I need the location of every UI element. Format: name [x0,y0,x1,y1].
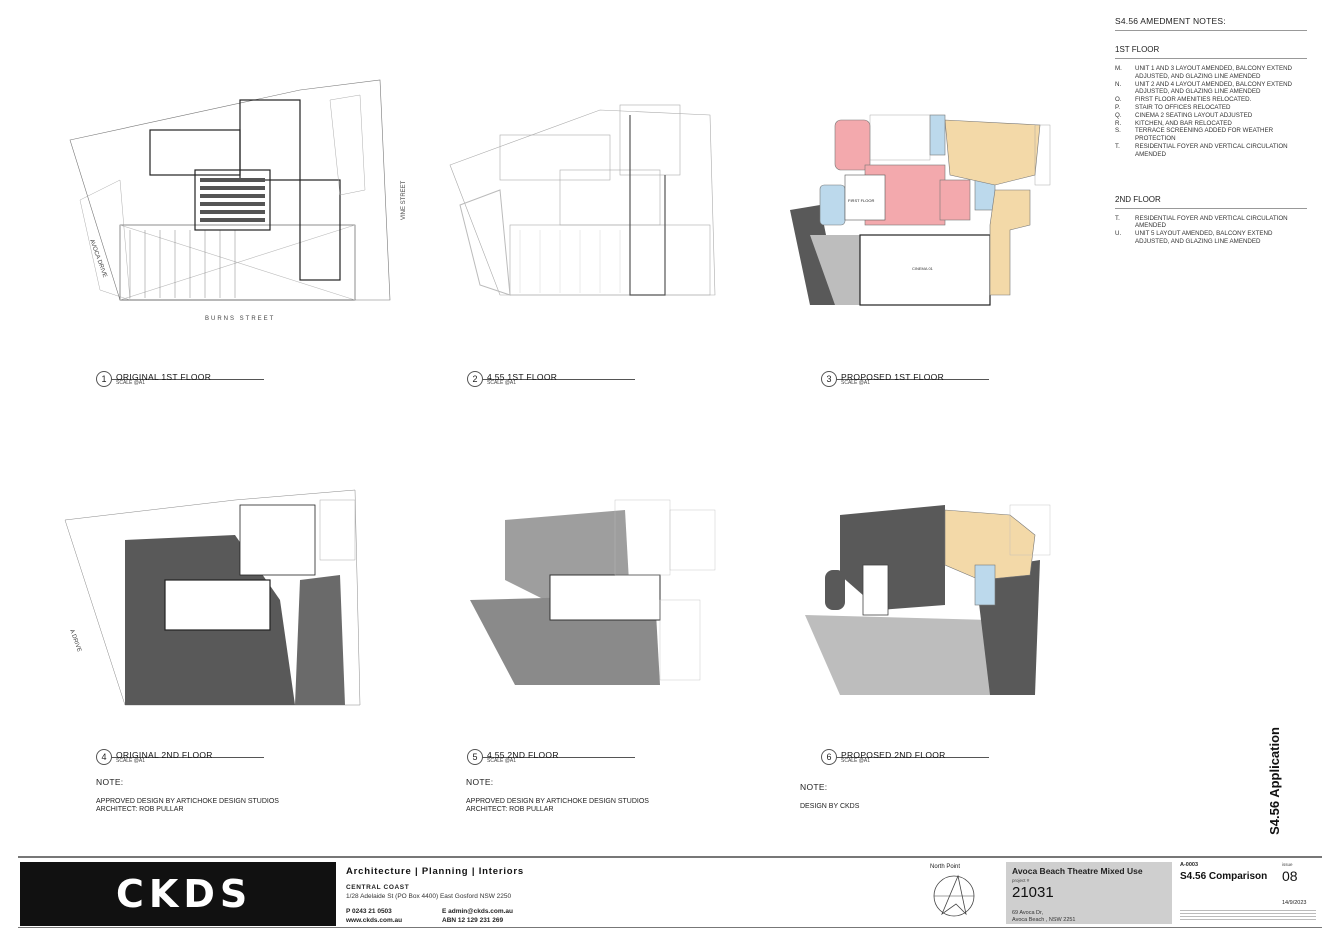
note-heading: NOTE: [800,782,828,792]
ckds-logo: CKDS [116,872,253,916]
amendment-title: S4.56 AMEDMENT NOTES: [1115,16,1307,31]
first-floor-label: FIRST FLOOR [848,198,874,203]
caption-plan-4: 4 ORIGINAL 2ND FLOOR SCALE @A1 [96,749,264,773]
plan-title: 4.55 1ST FLOOR [487,372,558,382]
plan-scale: SCALE @A1 [116,758,145,764]
plan-title: ORIGINAL 2ND FLOOR [116,750,213,760]
plan-title: ORIGINAL 1ST FLOOR [116,372,212,382]
plan-number: 1 [96,371,112,387]
issue-number: 08 [1282,868,1298,884]
logo-panel: CKDS [20,862,336,926]
plan-455-2nd-floor [455,480,755,710]
note-original: NOTE: APPROVED DESIGN BY ARTICHOKE DESIG… [96,778,279,814]
title-block: CKDS Architecture | Planning | Interiors… [18,856,1322,928]
plan-title: PROPOSED 1ST FLOOR [841,372,945,382]
note-proposed: NOTE: DESIGN BY CKDS [800,783,859,811]
amendment-item: Q.CINEMA 2 SEATING LAYOUT ADJUSTED [1115,111,1253,119]
drawing-title: S4.56 Comparison [1180,871,1268,882]
note-line: ARCHITECT: ROB PULLAR [96,806,184,813]
caption-plan-1: 1 ORIGINAL 1ST FLOOR SCALE @A1 [96,371,264,395]
amendment-item: N.UNIT 2 AND 4 LAYOUT AMENDED, BALCONY E… [1115,80,1293,96]
plan-number: 2 [467,371,483,387]
office-address: 1/28 Adelaide St (PO Box 4400) East Gosf… [346,893,512,900]
plan-number: 4 [96,749,112,765]
amendment-list-2nd-floor: T.RESIDENTIAL FOYER AND VERTICAL CIRCULA… [1115,215,1307,246]
plan-original-1st-floor: AVOCA DRIVE VINE STREET BURNS STREET [60,70,420,330]
amendment-item: T.RESIDENTIAL FOYER AND VERTICAL CIRCULA… [1115,142,1288,158]
plan-title: 4.55 2ND FLOOR [487,750,559,760]
plan-455-1st-floor [440,95,740,305]
north-point-label: North Point [930,864,961,870]
street-label-vine: VINE STREET [401,180,407,220]
note-line: DESIGN BY CKDS [800,803,860,810]
office-name: CENTRAL COAST [346,884,410,891]
phone-number: P 0243 21 0503 [346,908,392,915]
note-line: APPROVED DESIGN BY ARTICHOKE DESIGN STUD… [466,798,649,805]
north-arrow-icon [928,874,980,925]
plan-scale: SCALE @A1 [841,758,870,764]
caption-plan-2: 2 4.55 1ST FLOOR SCALE @A1 [467,371,635,395]
amendment-item: M.UNIT 1 AND 3 LAYOUT AMENDED, BALCONY E… [1115,65,1293,80]
plan-number: 6 [821,749,837,765]
plan-scale: SCALE @A1 [116,380,145,386]
application-label: S4.56 Application [1267,727,1282,835]
amendment-item: R.KITCHEN, AND BAR RELOCATED [1115,119,1232,127]
amendment-notes: S4.56 AMEDMENT NOTES: 1ST FLOOR M.UNIT 1… [1115,16,1307,246]
website-link[interactable]: www.ckds.com.au [346,917,403,924]
project-number-label: project # [1012,878,1030,883]
plan-scale: SCALE @A1 [487,758,516,764]
note-455: NOTE: APPROVED DESIGN BY ARTICHOKE DESIG… [466,778,649,814]
plan-proposed-2nd-floor [785,495,1065,700]
plan-number: 3 [821,371,837,387]
amendment-item: O.FIRST FLOOR AMENITIES RELOCATED. [1115,96,1252,104]
caption-plan-3: 3 PROPOSED 1ST FLOOR SCALE @A1 [821,371,989,395]
note-heading: NOTE: [96,777,124,787]
caption-plan-6: 6 PROPOSED 2ND FLOOR SCALE @A1 [821,749,989,773]
note-heading: NOTE: [466,777,494,787]
plan-original-2nd-floor: A DRIVE [55,480,375,720]
amendment-section-1st-floor: 1ST FLOOR [1115,45,1307,59]
project-number: 21031 [1012,884,1054,901]
note-line: ARCHITECT: ROB PULLAR [466,806,554,813]
project-address-line2: Avoca Beach , NSW 2251 [1012,917,1076,923]
issue-label: issue [1282,862,1293,867]
street-label-avoca-partial: A DRIVE [68,629,82,653]
plan-title: PROPOSED 2ND FLOOR [841,750,946,760]
fine-print-block [1180,910,1316,924]
amendment-section-2nd-floor: 2ND FLOOR [1115,195,1307,209]
amendment-item: T.RESIDENTIAL FOYER AND VERTICAL CIRCULA… [1115,214,1288,230]
street-label-burns: BURNS STREET [205,316,275,322]
project-address-line1: 69 Avoca Dr, [1012,910,1044,916]
street-label-avoca: AVOCA DRIVE [88,239,107,279]
firm-services: Architecture | Planning | Interiors [346,866,524,877]
plan-number: 5 [467,749,483,765]
caption-plan-5: 5 4.55 2ND FLOOR SCALE @A1 [467,749,635,773]
project-name: Avoca Beach Theatre Mixed Use [1012,866,1143,876]
cinema-label: CINEMA 01 [912,266,934,271]
abn-number: ABN 12 129 231 269 [442,917,504,924]
amendment-item: P.STAIR TO OFFICES RELOCATED [1115,103,1231,111]
amendment-list-1st-floor: M.UNIT 1 AND 3 LAYOUT AMENDED, BALCONY E… [1115,65,1307,159]
amendment-item: U.UNIT 5 LAYOUT AMENDED, BALCONY EXTEND … [1115,230,1273,245]
plan-proposed-1st-floor: CINEMA 01 FIRST FLOOR [780,105,1060,310]
plan-scale: SCALE @A1 [841,380,870,386]
issue-date: 14/9/2023 [1282,900,1307,906]
drawing-number: A-0003 [1180,862,1199,868]
plan-scale: SCALE @A1 [487,380,516,386]
amendment-item: S.TERRACE SCREENING ADDED FOR WEATHER PR… [1115,127,1274,143]
note-line: APPROVED DESIGN BY ARTICHOKE DESIGN STUD… [96,798,279,805]
email-link[interactable]: E admin@ckds.com.au [442,908,513,915]
project-info-box: Avoca Beach Theatre Mixed Use project # … [1006,862,1172,924]
